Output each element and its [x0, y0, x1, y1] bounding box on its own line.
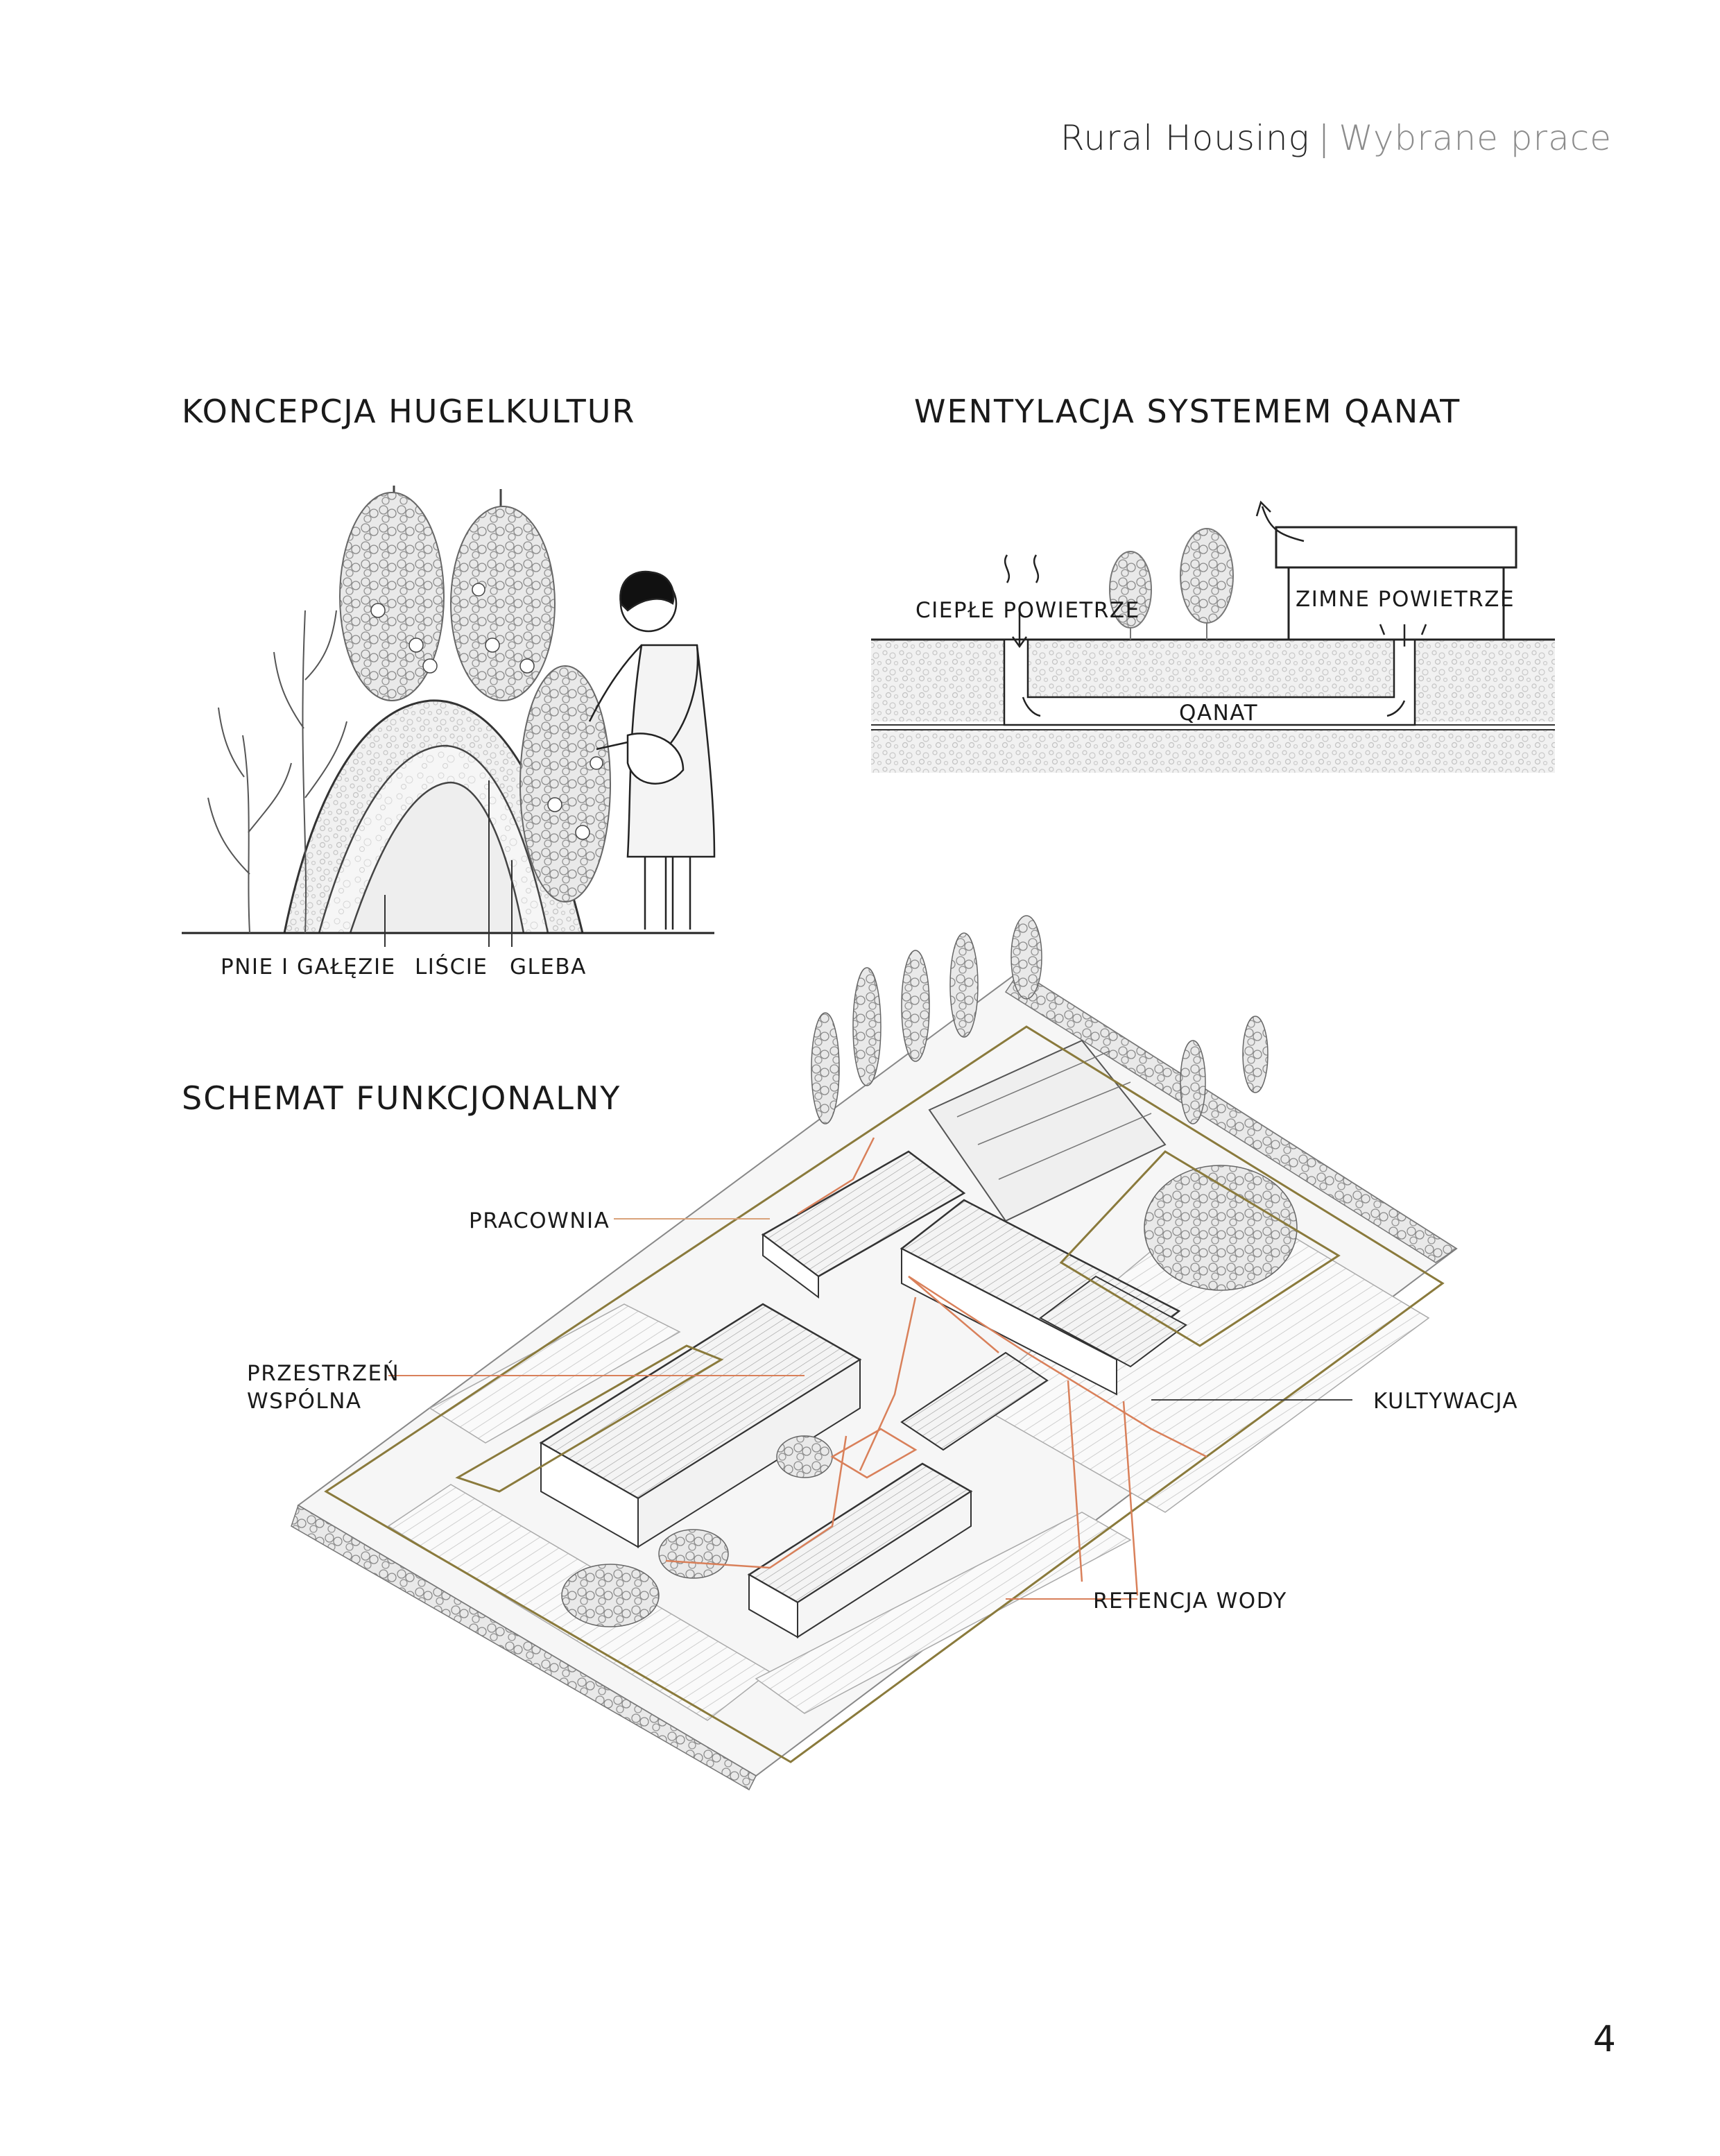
- qanat-drawing: [871, 502, 1555, 773]
- label-cold-air: ZIMNE POWIETRZE: [1296, 587, 1515, 612]
- label-leaves: LIŚCIE: [415, 955, 488, 979]
- label-cultivation: KULTYWACJA: [1373, 1389, 1518, 1414]
- label-warm-air: CIEPŁE POWIETRZE: [915, 598, 1140, 623]
- hugelkultur-drawing: [182, 486, 714, 947]
- label-common-space-1: PRZESTRZEŃ: [247, 1361, 399, 1386]
- label-common-space-2: WSPÓLNA: [247, 1389, 362, 1414]
- label-trunks: PNIE I GAŁĘZIE: [221, 955, 396, 979]
- site-axonometric: [291, 916, 1456, 1790]
- label-soil: GLEBA: [510, 955, 587, 979]
- page-number: 4: [1593, 2019, 1616, 2060]
- label-water-retention: RETENCJA WODY: [1093, 1589, 1287, 1614]
- label-qanat: QANAT: [1179, 701, 1258, 726]
- label-workshop: PRACOWNIA: [469, 1208, 610, 1233]
